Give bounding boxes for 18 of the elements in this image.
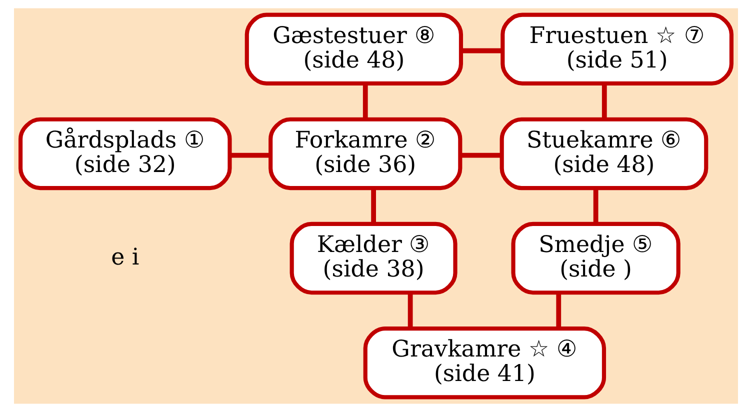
node-box: Forkamre ② (side 36) (268, 117, 462, 190)
label: e i (111, 244, 140, 270)
connector (462, 48, 503, 54)
node-box: Gæstestuer ⑧ (side 48) (244, 12, 464, 86)
node-box: Stuekamre ⑥ (side 48) (500, 117, 708, 190)
node-box: Gravkamre ☆ ④ (side 41) (363, 326, 606, 400)
connector (230, 152, 270, 158)
connector (371, 188, 376, 224)
connector (593, 188, 598, 224)
node-box: Gårdsplads ① (side 32) (18, 117, 232, 190)
connector (556, 293, 562, 329)
connector (362, 84, 368, 120)
connector (602, 84, 607, 120)
connector (460, 152, 502, 158)
node-box: Smedje ⑤ (side ) (511, 222, 680, 295)
node-box: Fruestuen ☆ ⑦ (side 51) (500, 12, 734, 86)
connector (408, 293, 413, 329)
node-box: Kælder ③ (side 38) (290, 222, 458, 295)
